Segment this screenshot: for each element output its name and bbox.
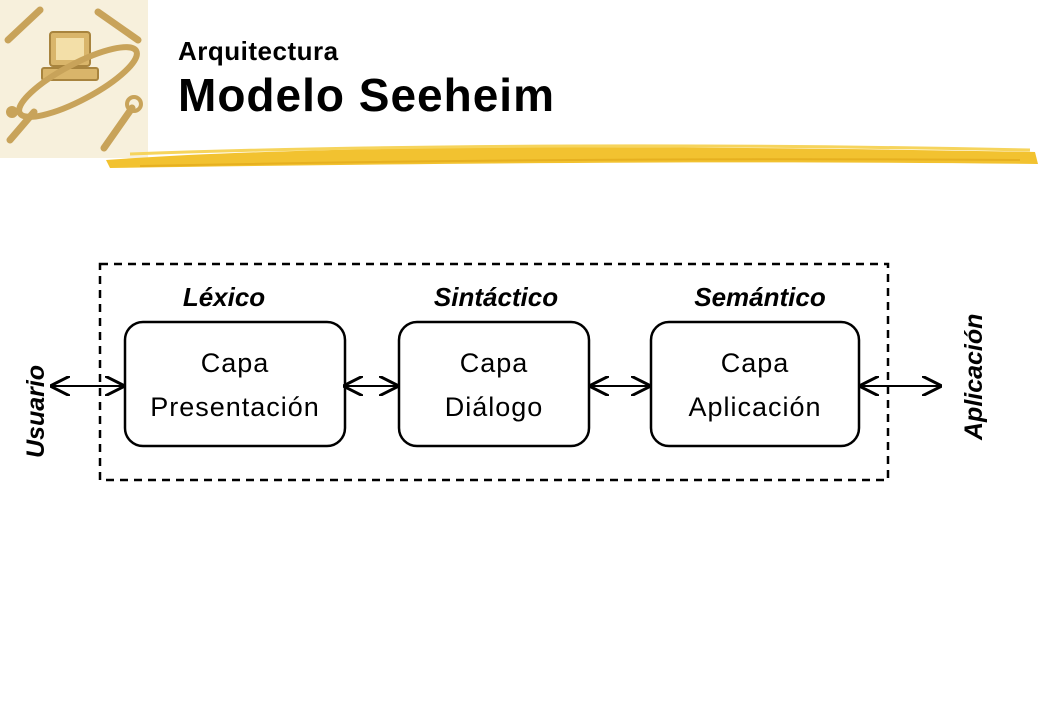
application-box-line1: Capa	[721, 348, 790, 378]
user-label: Usuario	[22, 365, 50, 458]
application-box-line2: Aplicación	[688, 392, 821, 422]
application-label: Aplicación	[960, 314, 988, 441]
page-subtitle: Arquitectura	[178, 36, 339, 66]
application-layer-box: Capa Aplicación	[649, 320, 861, 448]
tools-computer-icon	[0, 0, 148, 158]
page-title: Modelo Seeheim	[178, 69, 555, 121]
seeheim-diagram: Usuario Aplicación Léxico Sintáctico Sem…	[22, 262, 988, 482]
layer-label-sintactico: Sintáctico	[434, 282, 558, 312]
system-boundary	[98, 262, 890, 482]
dialog-box-line2: Diálogo	[445, 392, 544, 422]
dialog-layer-box: Capa Diálogo	[397, 320, 591, 448]
title-block: Arquitectura Modelo Seeheim	[178, 36, 555, 122]
dialog-box-line1: Capa	[460, 348, 529, 378]
presentation-layer-box: Capa Presentación	[123, 320, 347, 448]
layer-label-lexico: Léxico	[183, 282, 265, 312]
presentation-box-line2: Presentación	[150, 392, 320, 422]
title-underline-stripe	[106, 144, 1038, 168]
layer-label-semantico: Semántico	[694, 282, 826, 312]
logo	[0, 0, 148, 158]
presentation-box-line1: Capa	[201, 348, 270, 378]
